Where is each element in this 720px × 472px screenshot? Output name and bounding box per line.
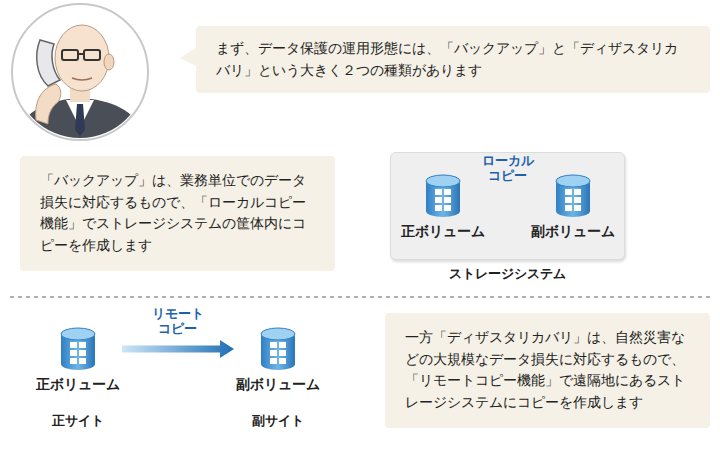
suit (10, 98, 150, 150)
edge-label: リモート コピー (148, 306, 208, 337)
explanation-box: 「バックアップ」は、業務単位でのデータ損失に対応するもので、「ローカルコピー機能… (20, 156, 335, 271)
hand (36, 84, 61, 124)
grid-cell (565, 189, 572, 195)
grid-cell (444, 197, 451, 203)
grid-cell (270, 350, 277, 356)
grid-cell (574, 205, 581, 211)
volume-icon (424, 173, 462, 219)
grid-cell (79, 358, 86, 364)
volume-icon (259, 326, 297, 372)
glasses (62, 50, 78, 60)
cylinder-top (261, 328, 295, 340)
avatar (10, 4, 150, 150)
head (55, 25, 109, 91)
copy-arrow (122, 340, 234, 358)
volume-label: 副ボリューム (531, 223, 615, 241)
edge-label: ローカル コピー (478, 153, 538, 184)
glasses (84, 50, 100, 60)
grid-cell (565, 205, 572, 211)
grid-cell (574, 189, 581, 195)
grid-cell (279, 342, 286, 348)
grid-cell (279, 350, 286, 356)
grid-cell (565, 197, 572, 203)
grid-cell (444, 205, 451, 211)
volume-icon (554, 173, 592, 219)
site-label: 正サイト (52, 412, 104, 430)
speech-bubble: まず、データ保護の運用形態には、「バックアップ」と「ディザスタリカバリ」という大… (196, 26, 710, 93)
volume-label: 正ボリューム (36, 376, 120, 394)
body-text: 一方「ディザスタリカバリ」は、自然災害などの大規模なデータ損失に対応するもので、… (405, 327, 690, 414)
grid-cell (70, 342, 77, 348)
cylinder-top (426, 175, 460, 187)
system-label: ストレージシステム (391, 265, 624, 283)
divider (10, 296, 710, 298)
volume-node: 副ボリューム副サイト (236, 326, 320, 430)
mouth (72, 78, 92, 80)
grid-cell (435, 197, 442, 203)
storage-system-box: ストレージシステム正ボリューム副ボリューム (390, 152, 625, 260)
tie (75, 104, 85, 136)
grid-cell (574, 197, 581, 203)
phone (37, 40, 60, 86)
grid-cell (79, 342, 86, 348)
volume-node: 正ボリューム正サイト (36, 326, 120, 430)
grid-cell (435, 205, 442, 211)
grid-cell (70, 358, 77, 364)
grid-cell (435, 189, 442, 195)
grid-cell (444, 189, 451, 195)
avatar-frame (12, 4, 148, 140)
volume-node: 正ボリューム (401, 173, 485, 241)
bubble-tail (180, 48, 196, 66)
grid-cell (79, 350, 86, 356)
glasses-bridge (78, 53, 84, 55)
volume-icon (59, 326, 97, 372)
grid-cell (270, 342, 277, 348)
cylinder-top (556, 175, 590, 187)
explanation-box: 一方「ディザスタリカバリ」は、自然災害などの大規模なデータ損失に対応するもので、… (385, 313, 710, 428)
ear (104, 54, 114, 70)
volume-label: 正ボリューム (401, 223, 485, 241)
grid-cell (70, 350, 77, 356)
body-text: まず、データ保護の運用形態には、「バックアップ」と「ディザスタリカバリ」という大… (216, 38, 690, 81)
site-label: 副サイト (252, 412, 304, 430)
volume-label: 副ボリューム (236, 376, 320, 394)
cylinder-top (61, 328, 95, 340)
grid-cell (279, 358, 286, 364)
grid-cell (270, 358, 277, 364)
body-text: 「バックアップ」は、業務単位でのデータ損失に対応するもので、「ローカルコピー機能… (40, 170, 315, 257)
volume-node: 副ボリューム (531, 173, 615, 241)
